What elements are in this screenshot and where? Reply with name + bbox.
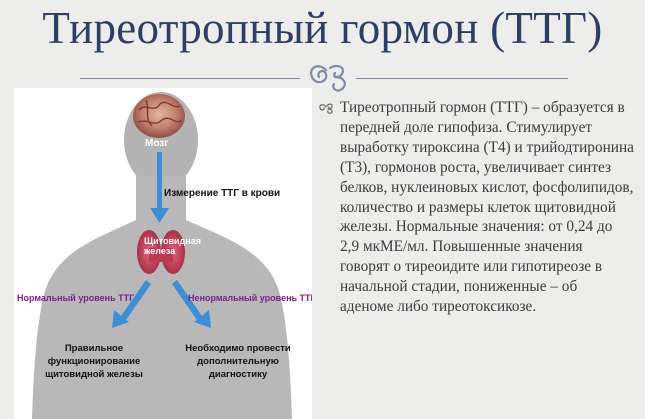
abnormal-result-label: Необходимо провести дополнительную диагн… [185, 343, 291, 380]
brain-label: Мозг [145, 138, 169, 149]
thyroid-label: Щитовидная железа [144, 236, 201, 256]
thyroid-diagram: Мозг Измерение ТТГ в крови Щитовидная же… [14, 88, 312, 419]
normal-level-label: Нормальный уровень ТТГ [17, 293, 135, 303]
bullet-text: Тиреотропный гормон (ТТГ) – образуется в… [340, 99, 634, 316]
slide-title: Тиреотропный гормон (ТТГ) [42, 3, 603, 53]
abnormal-level-label: Ненормальный уровень ТТГ [188, 293, 312, 303]
flourish-icon [310, 64, 346, 92]
arrow-brain-to-thyroid [150, 152, 169, 223]
normal-result-label: Правильное функционирование щитовидной ж… [45, 343, 143, 380]
arrow-to-abnormal [172, 280, 211, 328]
title-divider-left [80, 78, 300, 79]
arrow-to-normal [112, 280, 151, 328]
measure-label: Измерение ТТГ в крови [164, 188, 281, 199]
human-silhouette [32, 92, 292, 419]
thyroid-icon [137, 230, 185, 274]
title-divider-right [356, 78, 568, 79]
brain-icon [133, 94, 185, 138]
bullet-flourish-icon [319, 103, 333, 114]
